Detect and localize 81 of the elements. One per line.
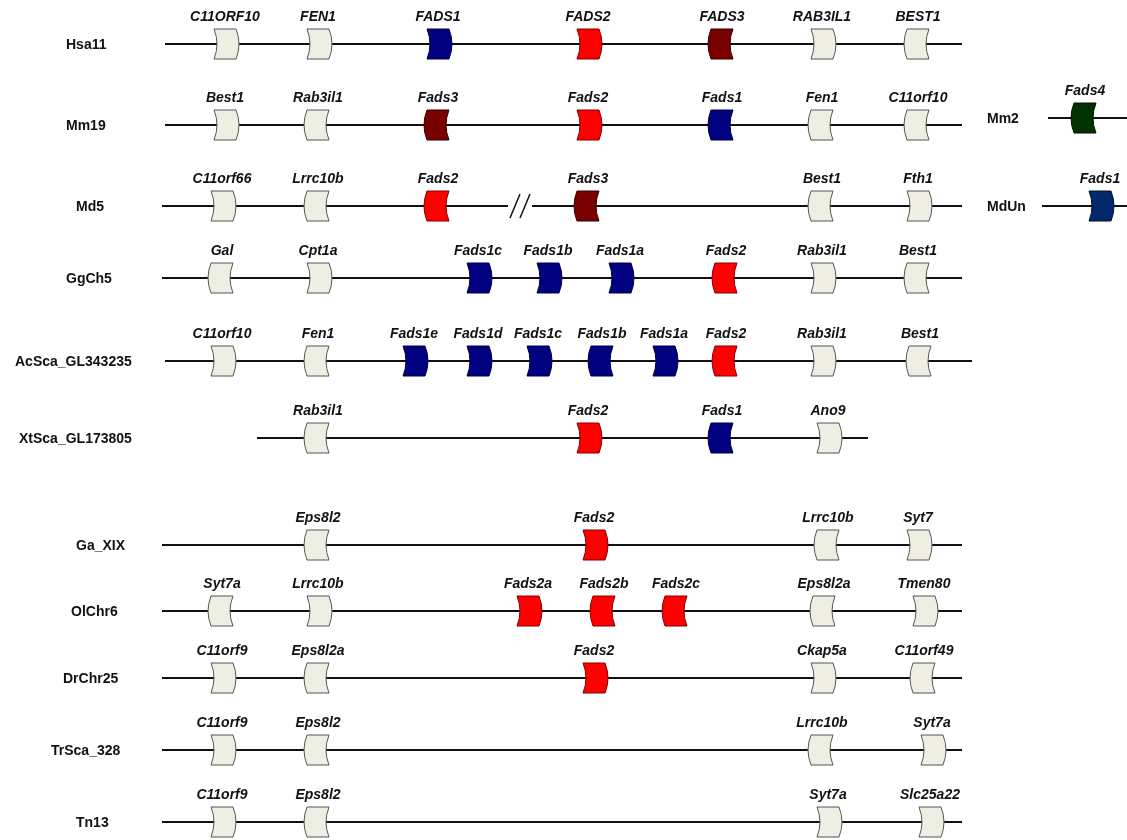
gene-name: Syt7a	[912, 714, 952, 730]
gene-name: Eps8l2	[294, 509, 342, 525]
gene-name: Fads2	[416, 170, 460, 186]
chromosome-label: AcSca_GL343235	[14, 353, 133, 369]
gene-name: C11orf9	[195, 714, 249, 730]
gene-name: Eps8l2a	[290, 642, 346, 658]
gene-name: C11orf49	[893, 642, 955, 658]
gene-name: Fads2	[566, 402, 610, 418]
gene-name: FADS2	[564, 8, 612, 24]
gene-name: C11orf9	[195, 642, 249, 658]
chromosome-label: Hsa11	[65, 36, 108, 52]
gene-name: Rab3il1	[796, 242, 848, 258]
gene-name: Fads2b	[578, 575, 630, 591]
gene-name: Slc25a22	[899, 786, 961, 802]
gene-name: FEN1	[299, 8, 337, 24]
gene-name: Fads1d	[452, 325, 504, 341]
gene-name: Fen1	[804, 89, 840, 105]
gene-name: Fads2a	[502, 575, 554, 591]
gene-name: Best1	[801, 170, 843, 186]
gene-name: Fen1	[300, 325, 336, 341]
gene-name: Fads4	[1063, 82, 1107, 98]
gene-name: Fads2	[704, 242, 748, 258]
gene-name: Fads1a	[594, 242, 646, 258]
gene-name: Best1	[899, 325, 941, 341]
gene-name: Rab3il1	[292, 402, 344, 418]
chromosome-label: Ga_XIX	[75, 537, 127, 553]
gene-name: BEST1	[894, 8, 942, 24]
chromosome-label: TrSca_328	[50, 742, 122, 758]
chromosome-label: Tn13	[75, 814, 110, 830]
gene-name: Rab3il1	[796, 325, 848, 341]
gene-name: Lrrc10b	[801, 509, 855, 525]
gene-name: Syt7	[902, 509, 935, 525]
gene-name: C11orf9	[195, 786, 249, 802]
gene-name: Rab3il1	[292, 89, 344, 105]
gene-name: Syt7a	[808, 786, 848, 802]
gene-name: Fads1c	[512, 325, 564, 341]
gene-name: Fads3	[416, 89, 460, 105]
gene-name: Lrrc10b	[291, 170, 345, 186]
chromosome-label: Mm19	[65, 117, 107, 133]
gene-name: Fads1a	[638, 325, 690, 341]
chromosome-label: OlChr6	[70, 603, 119, 619]
gene-name: Gal	[209, 242, 235, 258]
gene-name: Fads1b	[576, 325, 628, 341]
gene-name: Fads2	[566, 89, 610, 105]
gene-name: FADS1	[414, 8, 462, 24]
gene-name: Best1	[897, 242, 939, 258]
gene-name: Tmen80	[896, 575, 952, 591]
chromosome-label: Md5	[75, 198, 105, 214]
gene-name: Syt7a	[202, 575, 242, 591]
gene-name: Eps8l2a	[796, 575, 852, 591]
chromosome-label: GgCh5	[65, 270, 113, 286]
gene-name: C11orf10	[191, 325, 253, 341]
gene-name: Fth1	[902, 170, 934, 186]
gene-name: Ano9	[809, 402, 847, 418]
chromosome-label: Mm2	[986, 110, 1020, 126]
gene-name: Fads3	[566, 170, 610, 186]
gene-name: Fads2	[572, 509, 616, 525]
gene-name: Fads1	[700, 89, 744, 105]
gene-name: Fads2	[572, 642, 616, 658]
gene-name: C11ORF10	[190, 8, 260, 24]
gene-name: Fads1e	[388, 325, 440, 341]
gene-name: Fads1	[1078, 170, 1122, 186]
gene-name: FADS3	[698, 8, 746, 24]
gene-name: C11orf66	[191, 170, 253, 186]
gene-name: Fads1b	[522, 242, 574, 258]
gene-name: Fads1c	[452, 242, 504, 258]
gene-name: Fads1	[700, 402, 744, 418]
gene-name: Best1	[204, 89, 246, 105]
chromosome-label: XtSca_GL173805	[18, 430, 133, 446]
gene-name: Lrrc10b	[795, 714, 849, 730]
gene-name: RAB3IL1	[791, 8, 853, 24]
gene-name: Ckap5a	[796, 642, 848, 658]
gene-name: Cpt1a	[297, 242, 339, 258]
gene-name: Eps8l2	[294, 714, 342, 730]
gene-name: Fads2c	[650, 575, 702, 591]
gene-name: Fads2	[704, 325, 748, 341]
chromosome-label: DrChr25	[62, 670, 120, 686]
gene-name: Eps8l2	[294, 786, 342, 802]
chromosome-label: MdUn	[986, 198, 1027, 214]
gene-name: C11orf10	[887, 89, 949, 105]
gene-name: Lrrc10b	[291, 575, 345, 591]
